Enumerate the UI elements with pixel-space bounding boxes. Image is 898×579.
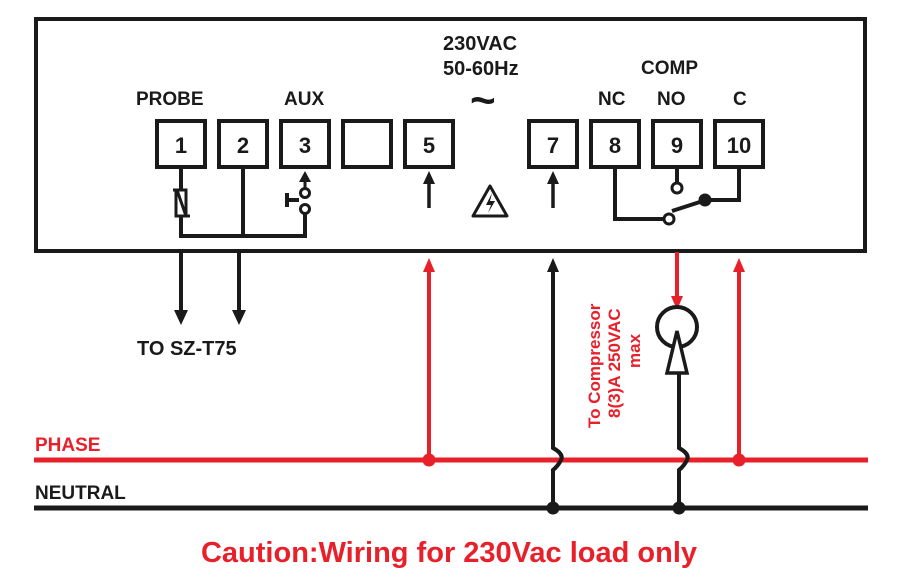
terminal-number: 10: [727, 133, 751, 158]
terminal-5: 5: [403, 119, 455, 169]
terminal-5-arrow-icon: [423, 171, 435, 208]
terminal-number: 8: [609, 133, 621, 158]
compressor-note-line3: max: [625, 333, 644, 368]
compressor-icon: [655, 305, 699, 375]
supply-voltage-label: 230VAC: [443, 33, 517, 55]
compressor-note-line2: 8(3)A 250VAC: [605, 308, 624, 418]
push-button-icon: [285, 171, 311, 215]
aux-label: AUX: [284, 89, 324, 110]
terminal-1: 1: [155, 119, 207, 169]
compressor-wire-hop: [677, 446, 690, 472]
probe-output-wires: [174, 252, 246, 325]
terminal-10-phase-wire: [732, 258, 746, 467]
high-voltage-warning-icon: [471, 184, 509, 218]
terminal-8: 8: [589, 119, 641, 169]
terminal-7: 7: [527, 119, 579, 169]
no-contact: [670, 181, 684, 195]
compressor-feed-wire: [671, 252, 683, 310]
common-pivot: [698, 193, 712, 207]
probe-target-label: TO SZ-T75: [137, 338, 237, 360]
terminal-10: 10: [713, 119, 765, 169]
supply-frequency-label: 50-60Hz: [443, 58, 519, 80]
compressor-note-line1: To Compressor: [585, 303, 604, 428]
terminal-number: 9: [671, 133, 683, 158]
neutral-wire-hop: [551, 446, 564, 472]
ac-symbol-icon: ~: [470, 76, 496, 125]
terminal-number: 3: [299, 133, 311, 158]
terminal-9: 9: [651, 119, 703, 169]
terminal-3: 3: [279, 119, 331, 169]
compressor-note: To Compressor 8(3)A 250VAC max: [585, 303, 644, 428]
nc-label: NC: [598, 89, 626, 110]
terminal-number: 7: [547, 133, 559, 158]
terminal-number: 1: [175, 133, 187, 158]
comp-label: COMP: [641, 58, 698, 79]
terminal-number: 2: [237, 133, 249, 158]
nc-contact: [662, 212, 676, 226]
caution-text: Caution:Wiring for 230Vac load only: [201, 537, 697, 569]
phase-label: PHASE: [35, 435, 100, 456]
terminal-4-empty: [341, 119, 393, 169]
neutral-label: NEUTRAL: [35, 483, 126, 504]
compressor-neutral-wire: [672, 373, 690, 515]
no-label: NO: [657, 89, 686, 110]
probe-label: PROBE: [136, 89, 204, 110]
terminal-5-phase-wire: [422, 258, 436, 467]
terminal-number: 5: [423, 133, 435, 158]
c-label: C: [733, 89, 747, 110]
terminal-7-arrow-icon: [547, 171, 559, 208]
controller-housing: [34, 17, 867, 253]
probe-internal-wiring: [179, 169, 307, 238]
thermistor-icon: [173, 188, 190, 218]
terminal-2: 2: [217, 119, 269, 169]
terminal-7-neutral-wire: [546, 258, 564, 515]
